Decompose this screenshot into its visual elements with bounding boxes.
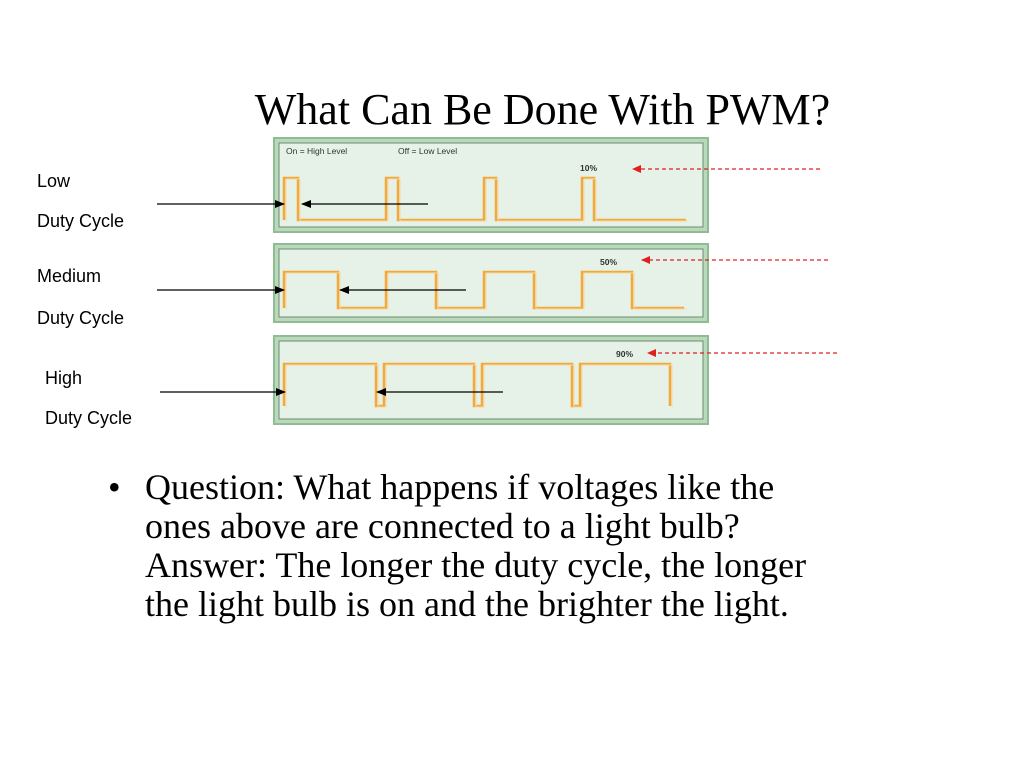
low-duty-label-line1: Low [37, 171, 71, 191]
waveform-panel-high: 90% [273, 335, 709, 425]
low-duty-label-line2: Duty Cycle [37, 211, 125, 231]
bullet-line-3: Answer: The longer the duty cycle, the l… [145, 545, 807, 585]
high-duty-label-line2: Duty Cycle [45, 408, 133, 428]
medium-duty-label-line2: Duty Cycle [37, 308, 125, 328]
panel-header-off: Off = Low Level [398, 146, 457, 156]
pwm-waveform-medium-highlight [285, 272, 686, 310]
duty-percent-label-high: 90% [616, 349, 633, 359]
high-duty-label-line1: High [45, 368, 83, 388]
slide-title: What Can Be Done With PWM? [254, 85, 831, 134]
panel-header-on: On = High Level [286, 146, 347, 156]
waveform-panel-medium: 50% [273, 243, 709, 323]
bullet-line-2: ones above are connected to a light bulb… [145, 506, 740, 546]
pwm-waveform-medium [282, 270, 684, 310]
pwm-waveform-high-highlight [285, 364, 673, 408]
panel-screen-low [278, 142, 704, 228]
waveform-panel-low: On = High Level Off = Low Level 10% [273, 137, 709, 233]
bullet-line-1: Question: What happens if voltages like … [145, 467, 775, 507]
bullet-dot-icon: • [108, 467, 121, 507]
bullet-line-4: the light bulb is on and the brighter th… [145, 584, 789, 624]
medium-duty-label-line1: Medium [37, 266, 102, 286]
duty-percent-label-low: 10% [580, 163, 597, 173]
pwm-waveform-low [282, 176, 686, 222]
pwm-waveform-high [282, 362, 672, 408]
duty-percent-label-medium: 50% [600, 257, 617, 267]
pwm-waveform-low-highlight [285, 178, 688, 222]
question-answer-bullet: • Question: What happens if voltages lik… [108, 468, 938, 624]
panel-screen-high [278, 340, 704, 420]
bullet-text: Question: What happens if voltages like … [145, 468, 938, 624]
